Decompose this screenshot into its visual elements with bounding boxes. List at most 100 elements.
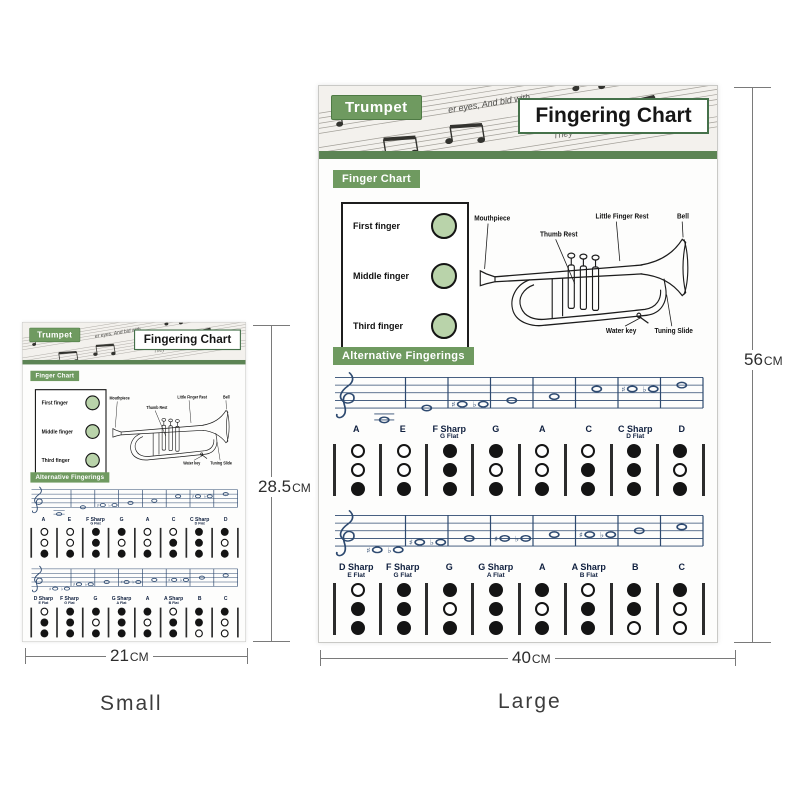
valve-dot-pressed xyxy=(396,620,411,635)
fingering-column xyxy=(567,443,610,497)
note-name-label: C xyxy=(585,424,593,434)
trumpet-diagram: Mouthpiece Thumb Rest Little Finger Rest… xyxy=(109,394,232,465)
finger-chart-section: First finger Middle finger Third finger xyxy=(30,386,237,474)
valve-dot-open xyxy=(169,528,178,537)
accidental: ♭ xyxy=(108,503,110,509)
note-name-label: D Sharp xyxy=(33,595,54,602)
valve-dot-open xyxy=(221,629,229,638)
fingering-column xyxy=(474,582,517,636)
valve-dot-pressed xyxy=(581,463,596,478)
accidental: ♯ xyxy=(73,582,75,588)
column-separator xyxy=(159,607,162,638)
column-separator xyxy=(655,582,659,635)
staff-note xyxy=(151,578,158,582)
valve-dot-pressed xyxy=(350,482,365,497)
valve-dot-pressed xyxy=(350,601,365,616)
column-separator xyxy=(517,444,521,497)
finger-legend-box: First finger Middle finger Third finger xyxy=(341,202,469,350)
large-width-dimension-label: 40 CM xyxy=(508,648,555,668)
small-width-unit: CM xyxy=(129,650,149,664)
fingering-column xyxy=(213,607,237,638)
staff-note xyxy=(222,492,229,497)
column-separator xyxy=(655,444,659,497)
finger-circle xyxy=(431,263,457,289)
accidental: ♭ xyxy=(132,580,134,586)
valve-dot-pressed xyxy=(66,549,74,558)
note-name: E xyxy=(380,424,427,441)
staff-note: ♯♭ xyxy=(409,538,447,547)
valve-dot-pressed xyxy=(195,528,204,537)
large-height-top-cap xyxy=(734,87,771,88)
poster-title: Fingering Chart xyxy=(518,98,709,134)
poster-body: Finger Chart First finger Middle finger … xyxy=(319,159,717,642)
fingering-column xyxy=(32,607,56,638)
valve-dot-open xyxy=(143,538,152,547)
fingering-column xyxy=(161,527,185,558)
fingering-column xyxy=(382,582,425,636)
note-name-label: G xyxy=(492,424,500,434)
large-height-bottom-cap xyxy=(734,642,771,643)
staff-note xyxy=(103,580,110,585)
trumpet-part-label: Water key xyxy=(606,328,637,335)
finger-circle xyxy=(85,395,100,411)
column-separator xyxy=(237,607,239,638)
music-staff: ♯♭♯♭♯♭♯♭ xyxy=(31,565,238,593)
accidental: ♯ xyxy=(451,400,455,409)
valve-dot-open xyxy=(535,601,550,616)
finger-label: Middle finger xyxy=(41,428,73,435)
valve-dot-pressed xyxy=(117,607,126,616)
fingering-column xyxy=(659,582,702,636)
accidental: ♭ xyxy=(204,494,206,500)
valve-dot-pressed xyxy=(169,538,178,547)
column-separator xyxy=(56,607,58,638)
valve-dot-pressed xyxy=(221,549,229,558)
note-name-label: G xyxy=(93,595,98,602)
note-name: B xyxy=(187,596,213,605)
finger-legend-row: Middle finger xyxy=(42,424,100,439)
valve-dot-open xyxy=(535,444,550,459)
trumpet-part-label: Thumb Rest xyxy=(540,231,578,238)
valve-dot-pressed xyxy=(627,482,642,497)
note-name-label: F Sharp xyxy=(432,424,466,434)
note-name-label: B xyxy=(197,595,202,602)
note-name-enharmonic: G Flat xyxy=(64,601,75,606)
finger-chart-section: First finger Middle finger Third finger xyxy=(333,196,703,350)
valve-dot-open xyxy=(535,463,550,478)
staff-note xyxy=(151,498,158,503)
staff-note xyxy=(421,404,433,412)
fingering-column xyxy=(613,443,656,497)
accidental: ♭ xyxy=(430,538,434,547)
note-name-enharmonic: G Flat xyxy=(440,433,459,441)
trumpet-bell xyxy=(202,409,229,444)
valve-dot-pressed xyxy=(40,629,49,638)
staff-note xyxy=(175,494,182,499)
column-separator xyxy=(702,444,705,497)
column-separator xyxy=(211,607,213,638)
valve-dot-open xyxy=(673,601,688,616)
note-name-label: C Sharp xyxy=(617,424,653,434)
staff-note xyxy=(79,505,86,510)
note-name: G xyxy=(82,596,108,605)
column-separator xyxy=(133,607,136,638)
fingering-column xyxy=(135,607,159,638)
trumpet-part-label: Little Finger Rest xyxy=(177,394,207,399)
poster-body: Finger Chart First finger Middle finger … xyxy=(23,364,246,641)
treble-clef-icon xyxy=(32,565,43,593)
trumpet-part-label: Water key xyxy=(183,460,201,465)
column-separator xyxy=(702,582,705,635)
note-name: A xyxy=(519,562,566,579)
accidental: ♭ xyxy=(642,385,646,394)
column-separator xyxy=(471,444,475,497)
small-width-left-cap xyxy=(25,648,26,664)
poster-small: er eyes, And bid with They Trumpet Finge… xyxy=(22,322,422,800)
column-separator xyxy=(211,528,213,558)
finger-legend-row: Third finger xyxy=(353,313,457,339)
header-divider-bar xyxy=(319,151,717,159)
valve-dot-pressed xyxy=(91,528,100,537)
